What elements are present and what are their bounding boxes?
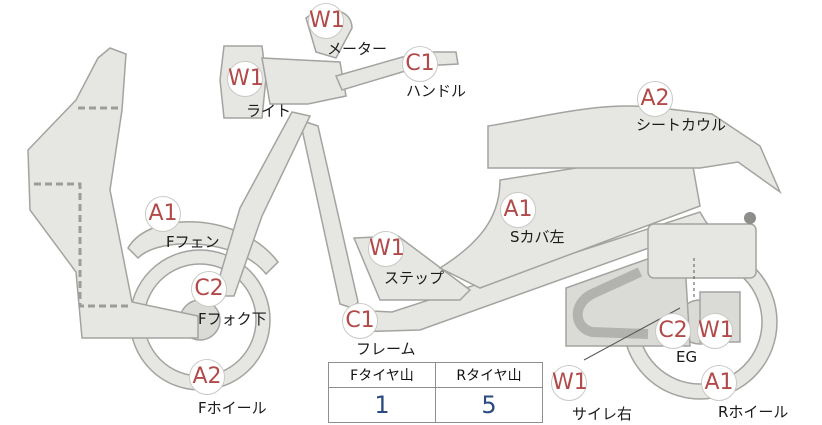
leg-shield-graphic (27, 47, 199, 339)
side-cover-left-label: Sカバ左 (510, 228, 565, 246)
front-fork-lower-label: Fフォク下 (198, 310, 267, 328)
frame-label: フレーム (356, 340, 416, 358)
muffler-right-label: サイレ右 (572, 405, 633, 423)
step-grade-badge[interactable]: W1 (368, 231, 405, 267)
seat-cowl-label: シートカウル (636, 116, 727, 134)
tread-value-row: 1 5 (328, 387, 543, 423)
seat-cowl-graphic (487, 105, 782, 195)
engine-extra-grade-badge[interactable]: W1 (697, 313, 734, 349)
air-box-graphic (647, 223, 757, 279)
light-grade-badge[interactable]: W1 (227, 61, 264, 97)
engine-label: EG (676, 348, 698, 366)
front-wheel-grade-badge[interactable]: A2 (189, 359, 225, 395)
frame-tube-graphic (298, 118, 359, 309)
muffler-right-grade-badge[interactable]: W1 (551, 365, 588, 401)
front-tread-header: Fタイヤ山 (328, 362, 436, 388)
head-body-graphic (261, 57, 347, 105)
front-tread-value[interactable]: 1 (328, 387, 436, 423)
light-label: ライト (246, 102, 292, 120)
step-label: ステップ (384, 269, 445, 287)
front-fender-grade-badge[interactable]: A1 (145, 196, 181, 232)
front-fender-label: Fフェン (166, 233, 220, 251)
rear-tread-header: Rタイヤ山 (435, 362, 543, 388)
frame-grade-badge[interactable]: C1 (342, 303, 378, 339)
meter-label: メーター (327, 40, 388, 58)
tire-tread-table: Fタイヤ山 Rタイヤ山 1 5 (328, 362, 543, 423)
rear-tread-value[interactable]: 5 (435, 387, 543, 423)
rear-wheel-grade-badge[interactable]: A1 (701, 365, 737, 401)
front-fork-lower-grade-badge[interactable]: C2 (191, 271, 227, 307)
meter-grade-badge[interactable]: W1 (308, 3, 345, 39)
handle-label: ハンドル (406, 82, 467, 100)
tread-header-row: Fタイヤ山 Rタイヤ山 (328, 362, 543, 388)
front-wheel-label: Fホイール (198, 399, 267, 417)
engine-grade-badge[interactable]: C2 (655, 313, 691, 349)
rear-wheel-label: Rホイール (718, 403, 789, 421)
seat-cowl-grade-badge[interactable]: A2 (637, 81, 673, 117)
side-cover-left-grade-badge[interactable]: A1 (500, 192, 536, 228)
handle-grade-badge[interactable]: C1 (402, 46, 438, 82)
